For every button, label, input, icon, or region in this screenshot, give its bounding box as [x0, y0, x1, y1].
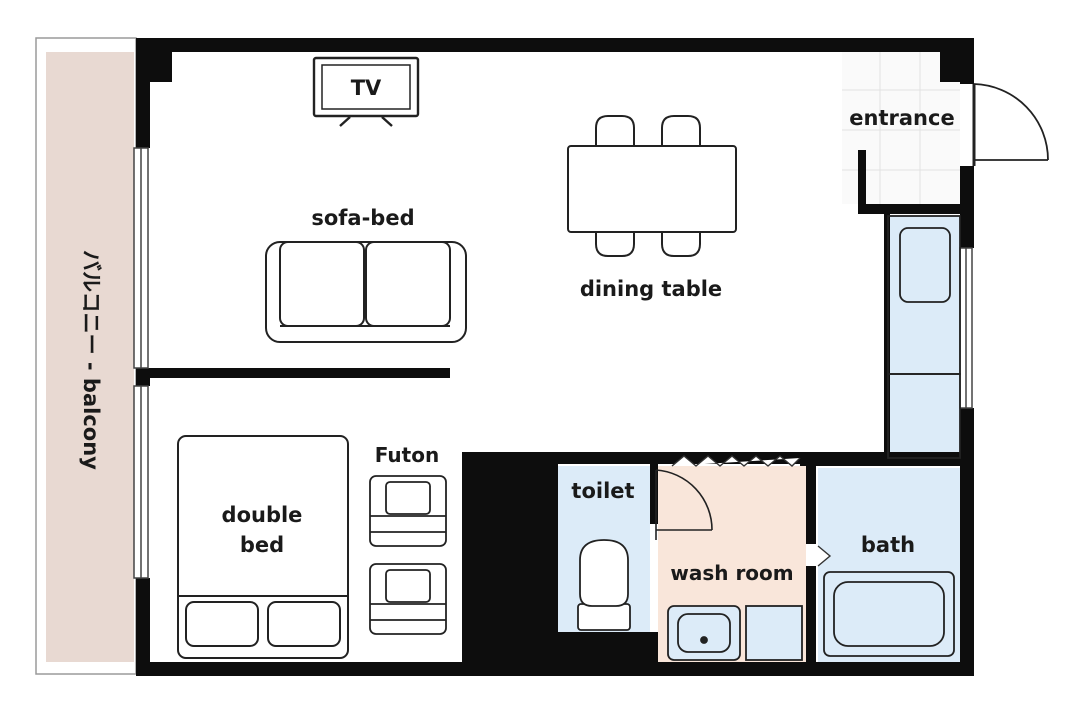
dining-table-icon [567, 115, 737, 257]
toilet-label: toilet [571, 479, 634, 503]
entrance-label: entrance [849, 106, 954, 130]
entrance-door [972, 83, 1049, 166]
accordion-door [671, 455, 801, 467]
futon-label: Futon [375, 443, 439, 467]
bath-label: bath [861, 533, 915, 557]
futon-icon [369, 563, 447, 635]
double-bed-label-line1: double [222, 503, 303, 527]
sofa-bed-icon [265, 241, 467, 343]
tv-icon [312, 56, 420, 127]
double-bed-icon [177, 435, 349, 659]
dining-table-label: dining table [580, 277, 722, 301]
toilet-door [655, 469, 713, 540]
sofa-bed-label: sofa-bed [311, 206, 414, 230]
tv-label: TV [351, 76, 382, 100]
bathtub-icon [823, 571, 955, 657]
windows [133, 147, 973, 579]
double-bed-label-line2: bed [240, 533, 284, 557]
balcony-label: バルコニー - balcony [79, 250, 103, 470]
kitchen-sink-icon [887, 215, 961, 459]
entrance-tile-grid [842, 52, 960, 204]
toilet-icon [577, 539, 631, 631]
washing-machine-icon [745, 605, 803, 661]
balcony-floor [46, 52, 134, 662]
wash-room-label: wash room [670, 561, 793, 585]
wash-basin-icon [667, 605, 741, 661]
walls [136, 38, 974, 676]
futon-icon [369, 475, 447, 547]
bath-door [817, 545, 832, 567]
